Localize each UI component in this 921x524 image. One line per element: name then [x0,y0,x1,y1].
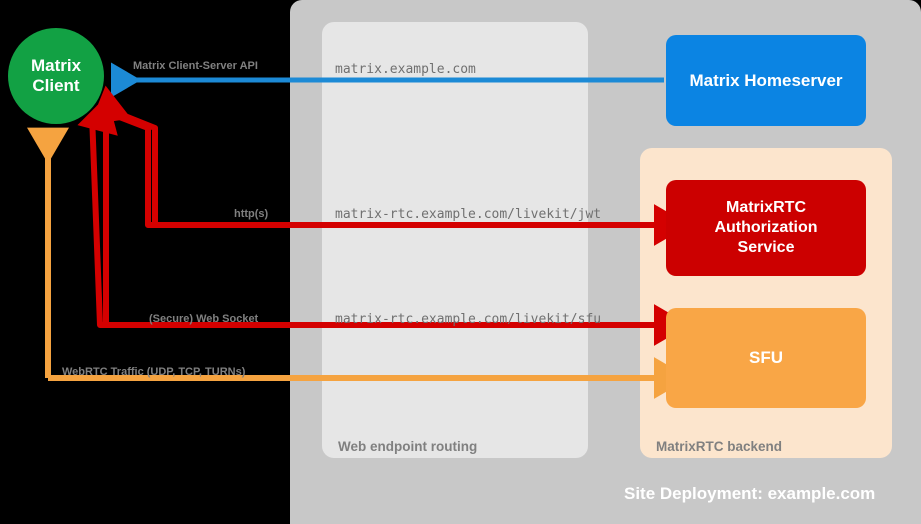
auth-service-label-line1: MatrixRTC [725,199,806,216]
endpoint-label-sfu: matrix-rtc.example.com/livekit/sfu [335,312,602,327]
matrix-homeserver-label: Matrix Homeserver [689,70,843,90]
edge-label-https: http(s) [234,208,269,220]
web-endpoint-routing-container [322,22,588,458]
node-matrixrtc-authorization-service[interactable]: MatrixRTC Authorization Service [666,180,866,276]
endpoint-label-jwt: matrix-rtc.example.com/livekit/jwt [335,207,602,222]
edge-label-matrix-client-server-api: Matrix Client-Server API [133,60,258,72]
caption-site-deployment: Site Deployment: example.com [624,484,876,503]
matrix-client-label-line2: Client [32,76,80,95]
endpoint-label-matrix: matrix.example.com [335,62,476,77]
auth-service-label-line3: Service [737,239,795,256]
caption-web-endpoint-routing: Web endpoint routing [338,439,478,454]
edge-https-inbound [89,85,158,225]
sfu-label: SFU [749,348,783,367]
edge-websocket-inbound [77,95,118,325]
edge-websocket-outbound [89,114,690,346]
edge-label-websocket: (Secure) Web Socket [149,313,259,325]
auth-service-label-line2: Authorization [714,219,818,236]
matrix-client-label-line1: Matrix [30,55,82,75]
caption-matrixrtc-backend: MatrixRTC backend [656,439,783,454]
node-matrix-client[interactable]: Matrix Client [8,28,104,124]
node-sfu[interactable]: SFU [666,308,866,408]
edge-label-webrtc: WebRTC Traffic (UDP, TCP, TURNs) [62,366,246,378]
node-matrix-homeserver[interactable]: Matrix Homeserver [666,35,866,126]
